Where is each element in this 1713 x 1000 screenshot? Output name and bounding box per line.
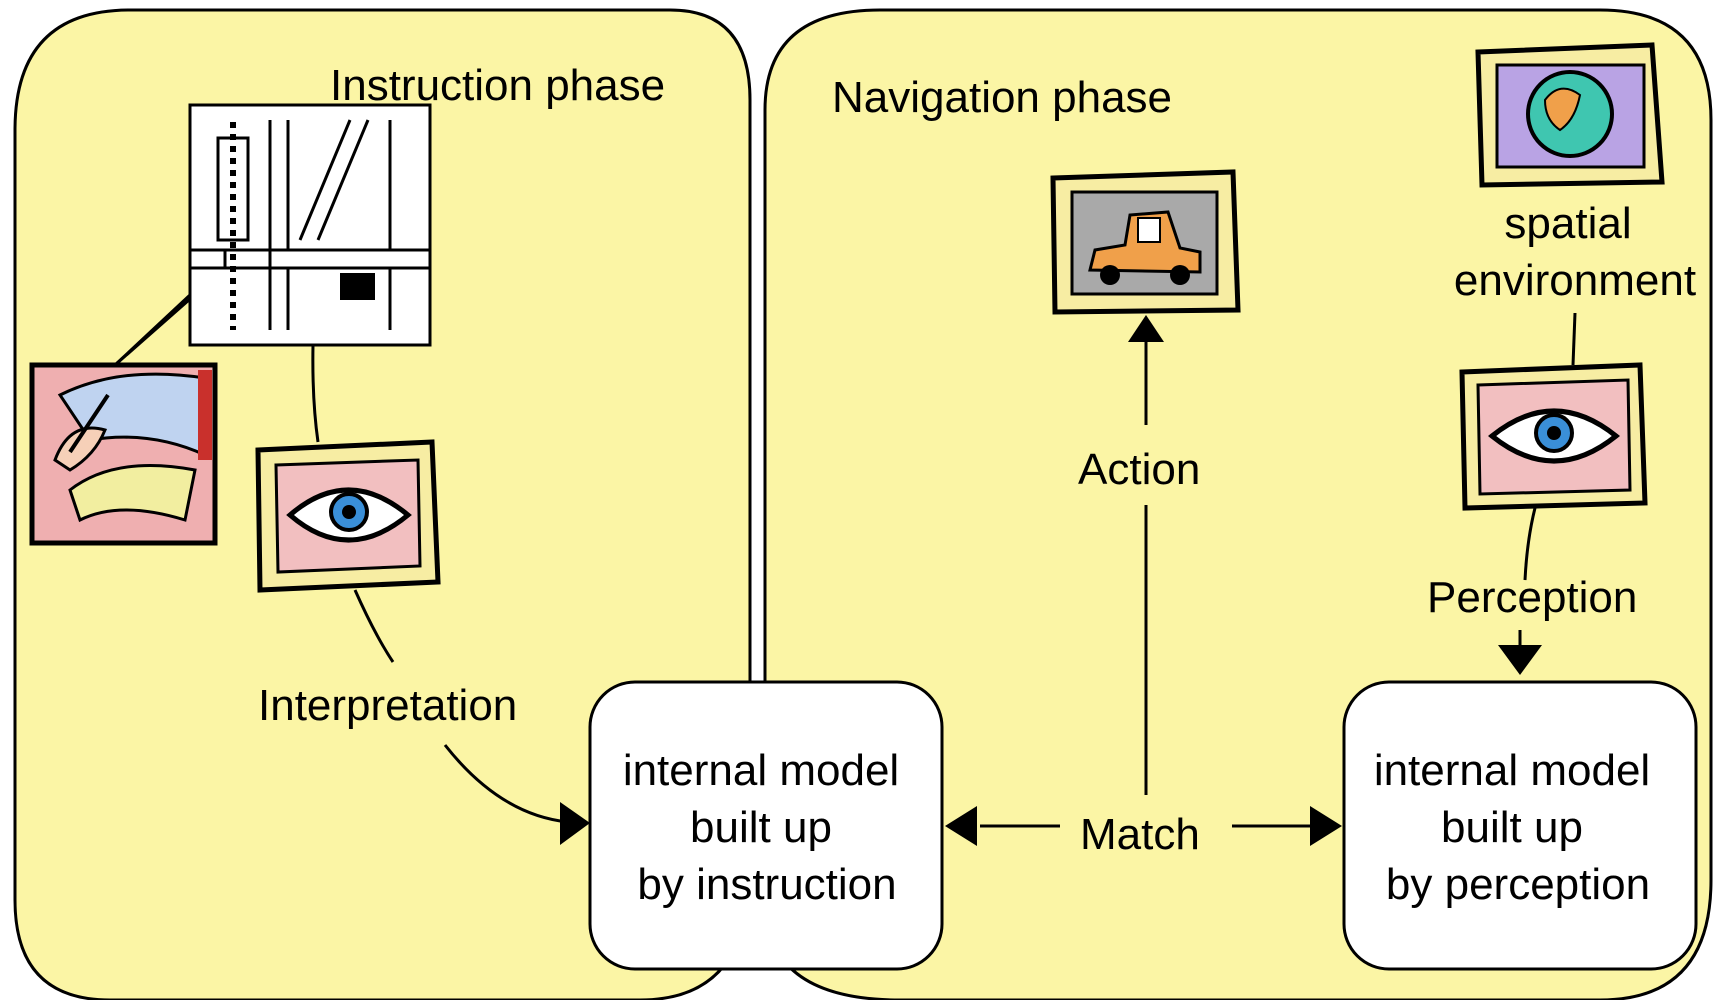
eye-icon [255, 439, 441, 593]
navigation-phase-title: Navigation phase [832, 73, 1172, 122]
interpretation-arrow-line [443, 744, 569, 824]
globe-icon [1475, 42, 1665, 188]
perception-model-line1: internal model [1374, 746, 1650, 795]
match-label: Match [1080, 810, 1200, 859]
map-to-eye-connector [311, 344, 320, 443]
perception-arrowhead [1498, 645, 1542, 675]
match-right-arrowhead [1310, 806, 1342, 846]
interpretation-arrowhead [560, 802, 590, 845]
environment-label-line1: spatial [1504, 199, 1631, 248]
instruction-model-line3: by instruction [637, 860, 896, 909]
action-label: Action [1078, 445, 1200, 494]
instruction-model-line2: built up [690, 803, 832, 852]
writing-hand-icon [29, 362, 218, 546]
car-icon [1050, 169, 1241, 315]
perception-model-box [1342, 680, 1698, 971]
perception-model-line2: built up [1441, 803, 1583, 852]
eye-icon [1459, 362, 1648, 511]
perception-model-line3: by perception [1386, 860, 1650, 909]
instruction-phase-title: Instruction phase [330, 61, 665, 110]
instruction-model-box [588, 680, 944, 971]
perception-label: Perception [1427, 573, 1637, 622]
eye-to-perception-connector [1523, 507, 1537, 581]
instruction-model-line1: internal model [623, 746, 899, 795]
environment-to-eye-connector [1571, 312, 1577, 366]
eye-to-interpretation-connector [353, 589, 395, 663]
action-arrowhead [1128, 315, 1164, 342]
environment-label-line2: environment [1454, 256, 1696, 305]
interpretation-label: Interpretation [258, 681, 517, 730]
map-icon [113, 103, 432, 367]
match-left-arrowhead [945, 806, 977, 846]
